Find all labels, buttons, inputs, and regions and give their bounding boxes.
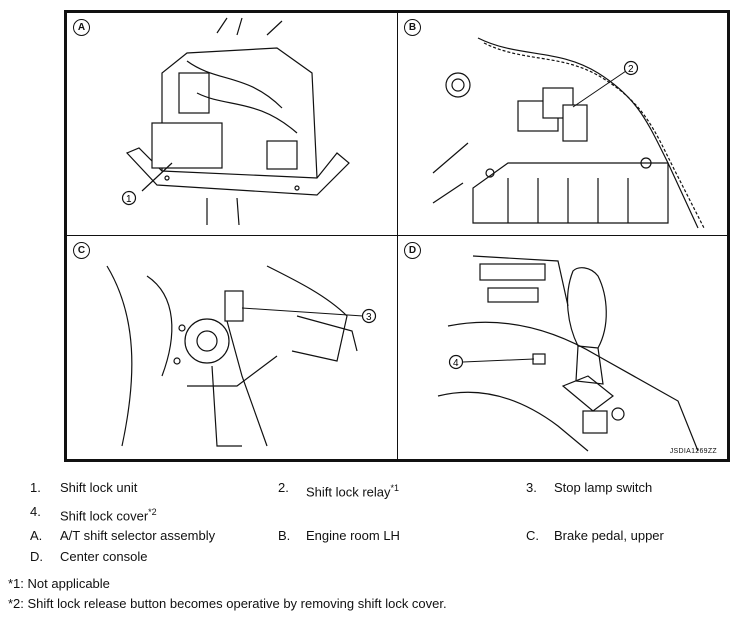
panel-b-engine-room: 2 B xyxy=(397,12,728,236)
panel-c-brake-pedal: 3 C xyxy=(66,235,398,460)
callout-2: 2 xyxy=(628,64,634,75)
panel-c-label: C xyxy=(73,242,90,259)
brake-pedal-drawing: 3 xyxy=(106,265,377,447)
shift-selector-drawing: 1 xyxy=(121,17,350,226)
panel-b-label: B xyxy=(404,19,421,36)
panel-a-label: A xyxy=(73,19,90,36)
footnote-1: *1: Not applicable xyxy=(8,576,110,591)
panel-a-shift-selector: 1 A xyxy=(66,12,398,236)
panel-d-label: D xyxy=(404,242,421,259)
center-console-drawing: 4 xyxy=(437,255,699,452)
footnote-2: *2: Shift lock release button becomes op… xyxy=(8,596,447,611)
engine-room-drawing: 2 xyxy=(432,37,705,229)
illustration-figure: 1 A 2 B xyxy=(64,10,730,462)
callout-3: 3 xyxy=(366,312,372,323)
figure-code: JSDIA1269ZZ xyxy=(669,448,717,455)
callout-1: 1 xyxy=(126,194,132,205)
panel-d-center-console: 4 D JSDIA1269ZZ xyxy=(397,235,728,460)
callout-4: 4 xyxy=(453,358,459,369)
